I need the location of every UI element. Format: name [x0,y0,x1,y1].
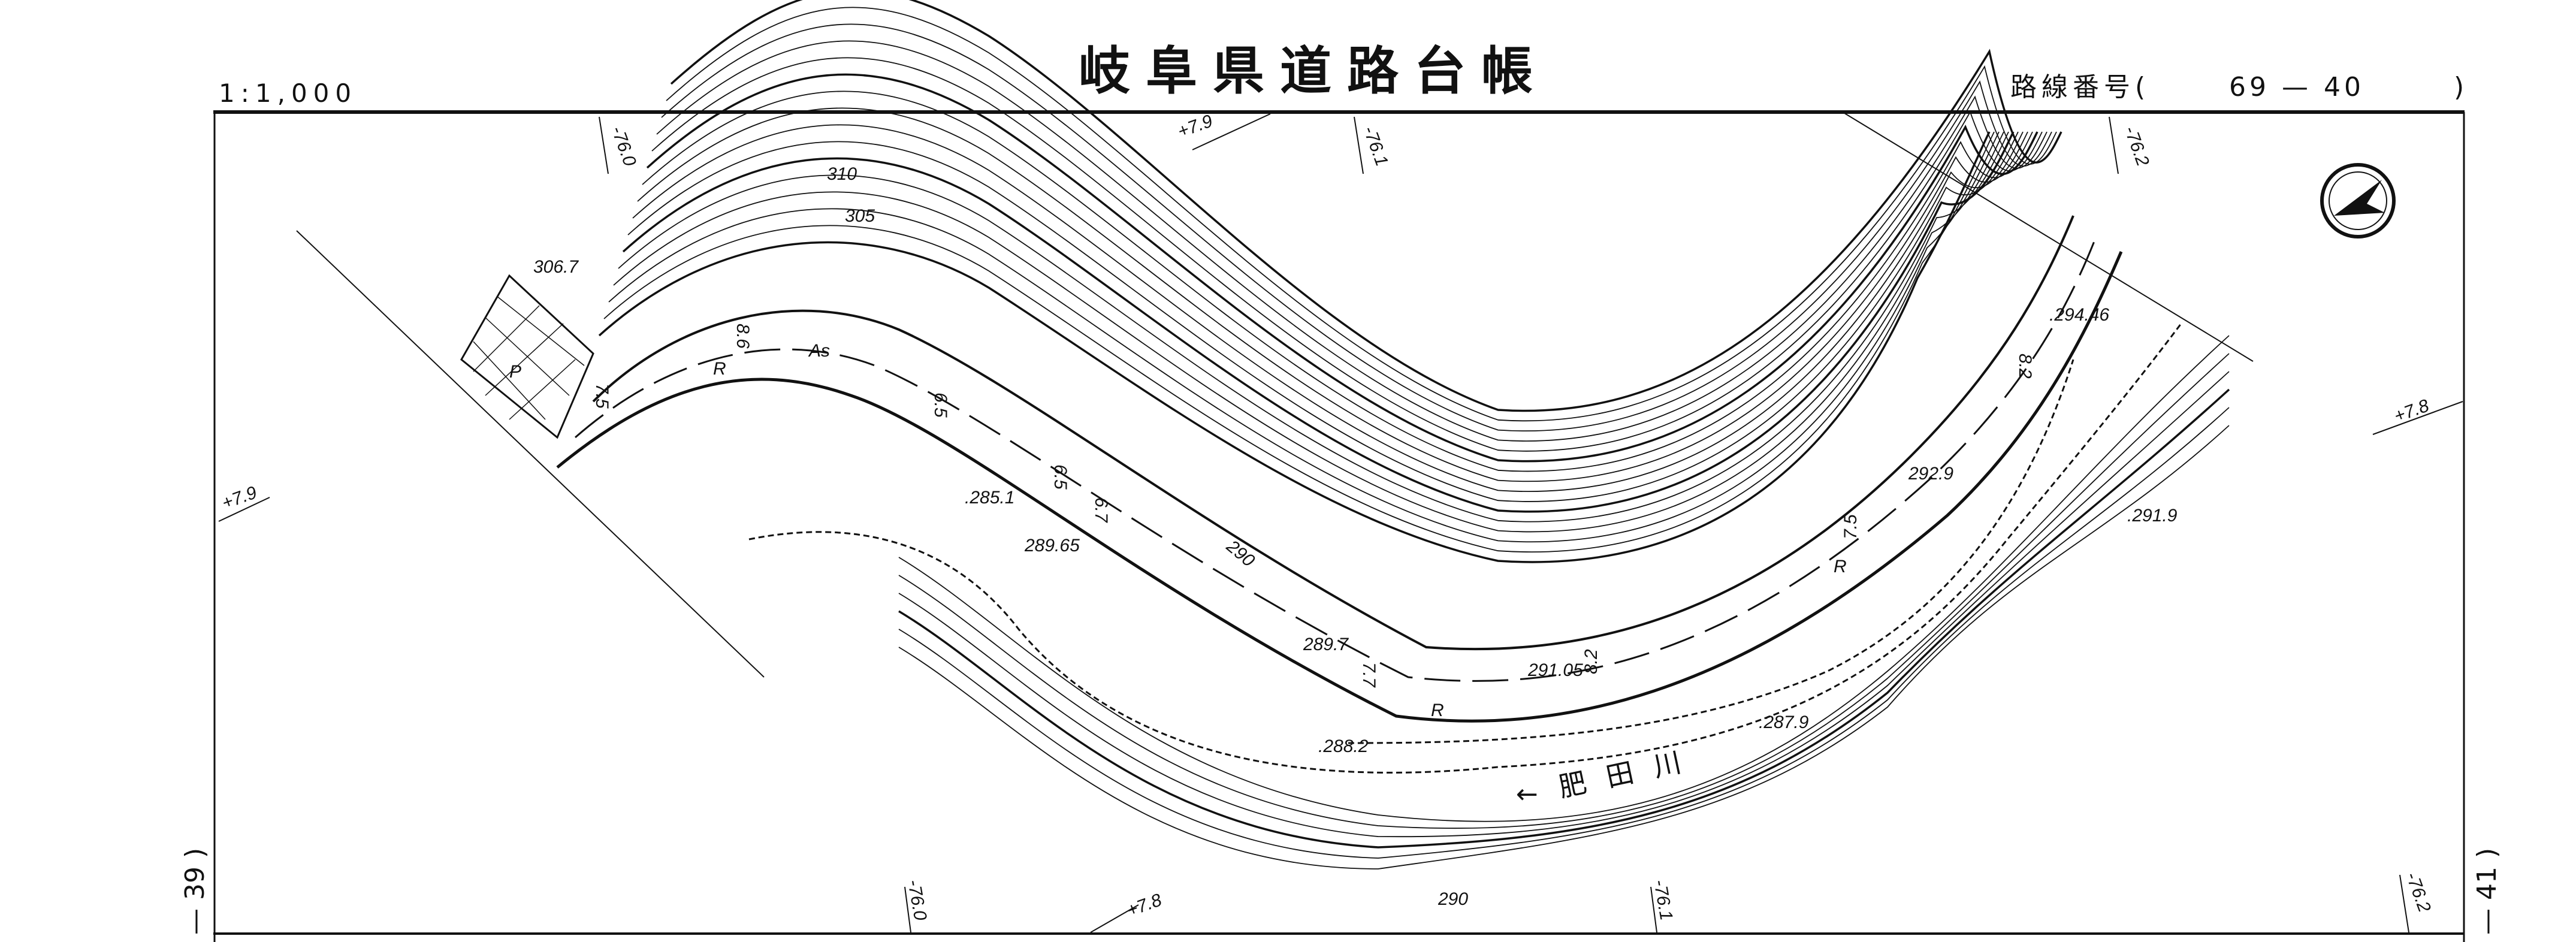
contour-line [608,131,2000,543]
parking-symbol: P [509,362,521,382]
contour-line [898,425,2230,869]
grid-label: +7.8 [1124,890,1164,920]
contour-line [637,107,2028,482]
road-width-label: 8.6 [733,324,753,349]
road-width-label: 7.5 [592,384,612,409]
elevation-label: 289.7 [1303,635,1349,654]
boundary-line [296,230,765,678]
grid-label: -76.2 [2120,123,2153,169]
road-width-label: 6.5 [931,393,950,418]
route-number: 69 — 40 [2229,72,2364,102]
contour-line [898,371,2230,838]
route-label: 路線番号( [2010,72,2150,102]
contour-line [656,40,2047,442]
grid-label: -76.0 [904,878,930,922]
contour-line [651,57,2043,452]
river-bank-left [748,323,2182,774]
contour-line [618,131,2009,523]
north-arrow-icon [2320,163,2396,238]
river-bank-right [1348,359,2074,744]
road-marker: R [713,359,726,379]
contour-line [898,353,2230,829]
adjacent-sheet-right[interactable]: — 41 ) [2472,848,2502,935]
scale-label: 1:1,000 [219,78,357,108]
grid-label: -76.2 [2402,869,2435,915]
road-width-label: 8.2 [1581,649,1601,674]
grid-labels: -76.0 +7.9 -76.1 -76.2 +7.9 +7.8 -76.0 +… [218,111,2463,933]
contour-line [598,131,1991,563]
road [556,215,2123,723]
grid-label: +7.9 [1175,111,1215,141]
contour-line [622,131,2015,513]
grid-label: +7.8 [2391,395,2432,426]
map-title: 岐阜県道路台帳 [1079,41,1548,101]
road-width-label: 7.7 [1359,662,1379,688]
road-marker: R [1834,557,1847,576]
adjacent-sheet-left[interactable]: — 39 ) [180,848,210,935]
road-width-labels: 8.6 7.5 6.5 6.5 6.7 7.7 8.2 7.5 8.2 [592,324,2035,688]
grid-label: -76.0 [607,123,640,169]
route-close: ) [2454,72,2464,102]
contour-line [661,23,2052,432]
contour-lines [598,0,2230,869]
contour-line [666,7,2057,422]
contour-line [613,131,2004,533]
elevation-label: 306.7 [533,257,579,277]
elevation-label: .285.1 [965,488,1014,508]
elevation-label: 305 [845,206,875,226]
contour-line [603,131,1995,552]
road-width-label: 6.5 [1050,464,1070,490]
contour-line [898,407,2230,859]
elevation-label: 289.65 [1024,536,1080,555]
road-width-label: 7.5 [1841,514,1861,539]
elevation-label: 290 [1438,889,1468,909]
grid-label: -76.1 [1650,878,1676,922]
road-width-label: 8.2 [2015,354,2035,379]
elevation-label: 290 [1222,536,1259,570]
road-width-label: 6.7 [1091,497,1111,523]
river-flow-arrow: ← [1516,779,1538,810]
contour-line [898,388,2230,849]
road-edge-lower [556,251,2123,723]
road-edge-upper [592,215,2074,651]
boundary-line [1842,111,2254,362]
contour-line [670,0,2062,412]
elevation-label: 291.05 [1527,660,1583,680]
contour-line [898,335,2230,822]
elevation-label: 292.9 [1908,464,1953,484]
elevation-label: 310 [827,164,857,184]
contour-line [632,124,2024,493]
elevation-label: .287.9 [1759,712,1809,732]
grid-label: -76.1 [1359,123,1391,169]
road-marker: R [1431,701,1444,720]
elevation-labels: 310 305 306.7 .285.1 289.65 290 289.7 29… [533,164,2178,909]
pavement-symbol: As [808,341,830,361]
contour-line [627,131,2019,502]
contour-line [646,73,2039,463]
parking-area: P [460,274,594,439]
elevation-label: .294.46 [2049,305,2109,325]
elevation-label: .288.2 [1318,736,1369,756]
grid-label: +7.9 [219,482,259,513]
elevation-label: .291.9 [2127,506,2178,526]
road-centerline [575,233,2098,682]
contour-line [642,90,2033,472]
